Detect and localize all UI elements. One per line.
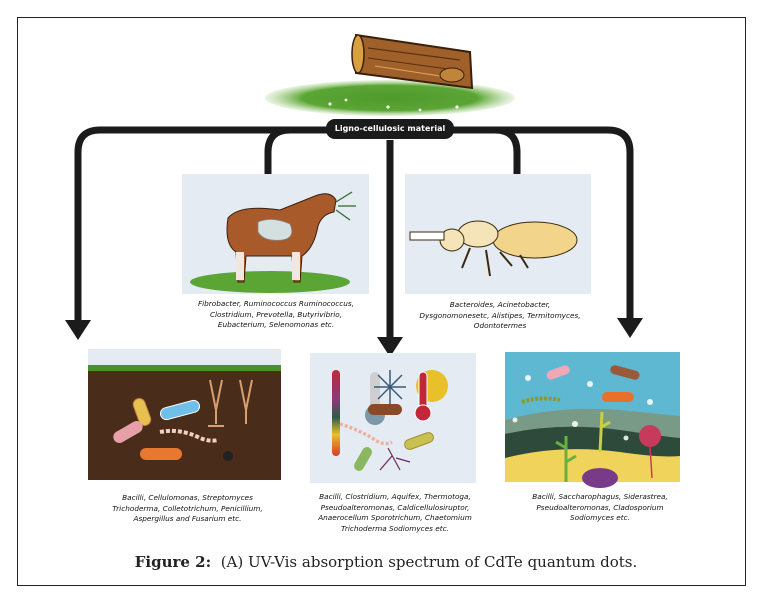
goat-icon: [226, 191, 356, 283]
extremophile-microbes-caption: Bacilli, Clostridium, Aquifex, Thermotog…: [295, 492, 495, 534]
flow-arrows: [74, 126, 634, 338]
marine-panel: [505, 352, 680, 488]
caption-line: Anaerocellum Sporotrichum, Chaetomium: [318, 513, 472, 522]
arrow-to-termite: [450, 126, 521, 175]
figure-number: Figure 2:: [134, 553, 212, 571]
caption-line: Bacilli, Saccharophagus, Siderastrea,: [532, 492, 668, 501]
termite-microbes-caption: Bacteroides, Acinetobacter, Dysgonomones…: [400, 300, 600, 332]
goat-panel: [182, 174, 369, 294]
caption-line: Pseudoalteromonas, Cladosporium: [536, 502, 664, 512]
soil-microbes-caption: Bacilli, Cellulomonas, Streptomyces Tric…: [85, 493, 290, 525]
caption-line: Trichoderma Sodiomyces etc.: [341, 523, 449, 533]
arrowhead-soil: [65, 320, 91, 340]
soil-panel: [88, 349, 281, 480]
caption-line: Bacilli, Clostridium, Aquifex, Thermotog…: [319, 492, 471, 501]
arrow-to-marine: [450, 126, 634, 318]
caption-line: Bacteroides, Acinetobacter,: [449, 300, 551, 309]
goat-microbes-caption: Fibrobacter, Ruminococcus Ruminococcus, …: [180, 299, 372, 331]
arrowhead-marine: [617, 318, 643, 338]
caption-line: Clostridium, Prevotella, Butyrivibrio,: [209, 309, 343, 319]
arrow-to-soil: [74, 126, 330, 322]
wooden-log-icon: [351, 33, 474, 90]
caption-line: Fibrobacter, Ruminococcus Ruminococcus,: [197, 299, 355, 308]
thermometer-sun-snowflake-icon: [332, 370, 448, 471]
caption-line: Odontotermes: [473, 321, 527, 330]
extremophile-panel: [310, 353, 476, 483]
arrow-to-goat: [264, 126, 330, 175]
figure-caption-text: (A) UV-Vis absorption spectrum of CdTe q…: [220, 553, 638, 571]
termite-panel: [405, 174, 591, 294]
caption-line: Eubacterium, Selenomonas etc.: [217, 320, 335, 329]
caption-line: Trichoderma, Colletotrichum, Penicillium…: [112, 503, 263, 513]
grass-mound: [265, 80, 515, 116]
caption-line: Aspergillus and Fusarium etc.: [133, 514, 242, 523]
marine-microbes-caption: Bacilli, Saccharophagus, Siderastrea, Ps…: [500, 492, 700, 524]
figure-caption: Figure 2: (A) UV-Vis absorption spectrum…: [0, 553, 772, 571]
caption-line: Sodiomyces etc.: [570, 513, 630, 522]
log-on-grass-illustration: [265, 33, 515, 116]
caption-line: Pseudoalteromonas, Caldicellulosiruptor,: [320, 502, 470, 512]
termite-icon: [409, 220, 578, 277]
soil-microbes-icon: [113, 379, 253, 461]
caption-line: Bacilli, Cellulomonas, Streptomyces: [122, 493, 253, 502]
caption-line: Dysgonomonesetc, Alistipes, Termitomyces…: [419, 310, 581, 320]
marine-seabed-icon: [512, 365, 661, 488]
arrowhead-extremophiles: [377, 337, 403, 357]
root-label-ligno-cellulosic: Ligno-cellulosic material: [326, 119, 454, 139]
